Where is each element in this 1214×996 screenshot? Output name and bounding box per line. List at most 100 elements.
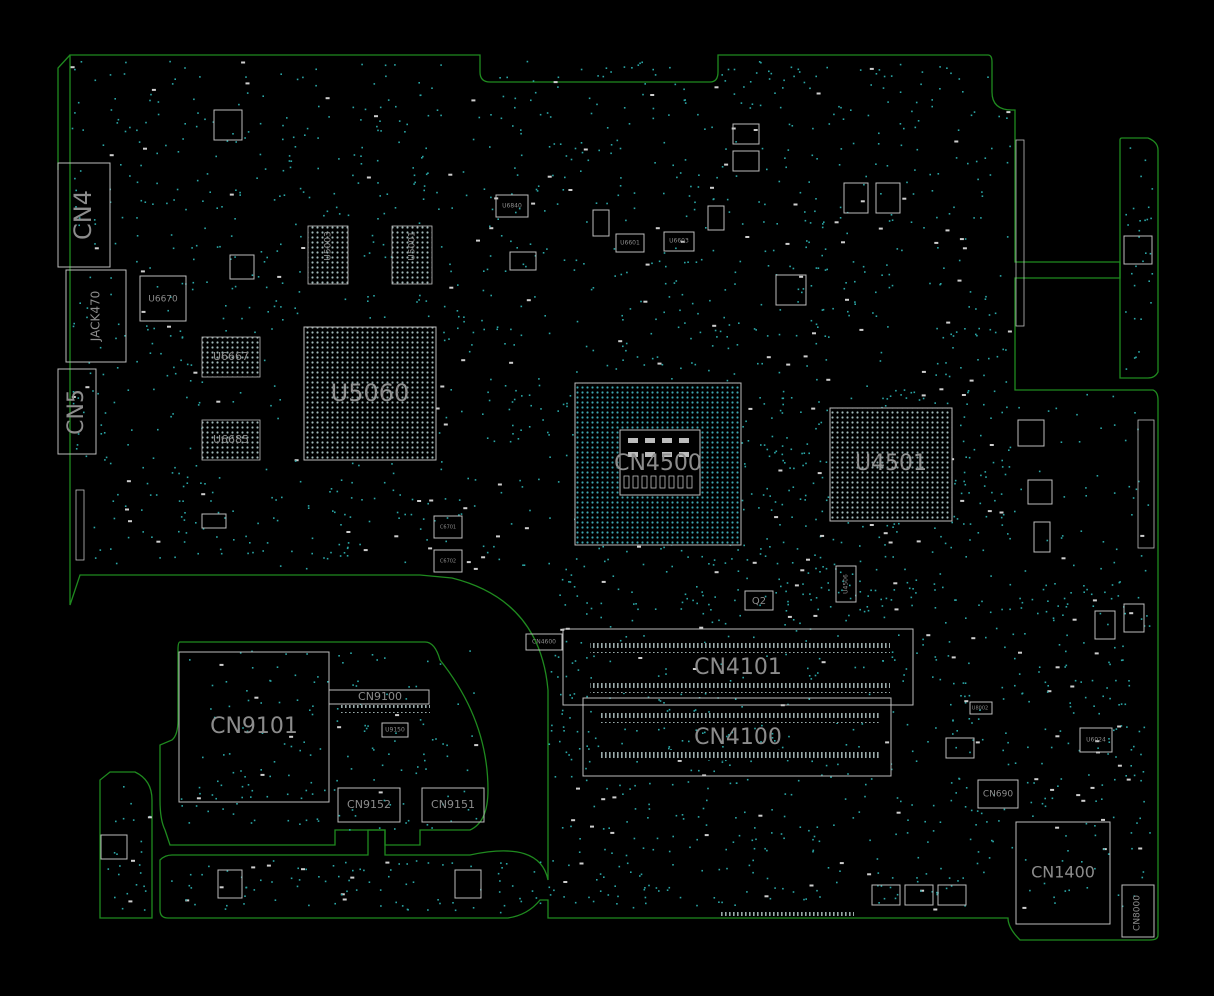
- pad: [204, 118, 206, 121]
- pad: [75, 189, 77, 192]
- pad: [992, 840, 994, 843]
- pad: [725, 759, 727, 762]
- pad: [259, 122, 262, 125]
- pad: [1142, 871, 1145, 873]
- pad: [526, 60, 529, 63]
- pad: [186, 482, 189, 484]
- pad: [561, 713, 563, 715]
- pad: [349, 829, 351, 831]
- pad: [742, 676, 744, 679]
- pad: [1051, 797, 1054, 800]
- pad: [273, 517, 275, 519]
- pad: [672, 835, 674, 838]
- pad: [980, 812, 983, 815]
- pad: [626, 550, 628, 553]
- pad: [1009, 608, 1011, 611]
- pad: [473, 567, 478, 570]
- pad: [1133, 357, 1136, 359]
- pad: [1084, 696, 1087, 699]
- pad: [490, 378, 492, 381]
- pad: [838, 164, 841, 166]
- pad: [954, 482, 956, 485]
- pad: [1132, 497, 1135, 499]
- pad: [612, 796, 617, 799]
- pad: [457, 703, 459, 705]
- pad: [396, 511, 399, 514]
- pad: [216, 536, 218, 538]
- pad: [903, 674, 905, 676]
- pad: [718, 868, 721, 871]
- pad: [617, 588, 620, 591]
- pad: [900, 800, 902, 803]
- pad: [581, 151, 584, 154]
- pad: [1042, 588, 1045, 591]
- pad: [586, 745, 588, 747]
- pad: [350, 876, 355, 879]
- pad: [102, 373, 105, 376]
- pad: [929, 282, 931, 285]
- pad: [570, 825, 572, 828]
- pad: [849, 584, 851, 587]
- pad: [184, 67, 186, 69]
- pad: [427, 502, 429, 505]
- cn1400-outline: [1015, 821, 1111, 925]
- pad: [260, 702, 262, 704]
- pad: [294, 146, 297, 148]
- pad: [869, 67, 874, 70]
- pad: [808, 181, 810, 183]
- pad: [752, 871, 754, 874]
- pad: [338, 543, 341, 546]
- pad: [606, 202, 608, 205]
- label-u6670: U6670: [148, 295, 178, 305]
- label-cn5: CN5: [64, 389, 89, 435]
- pad: [436, 109, 439, 111]
- pad: [723, 316, 725, 319]
- pad: [174, 78, 176, 80]
- pad: [682, 818, 685, 820]
- pad: [1115, 728, 1118, 730]
- pad: [305, 567, 308, 570]
- pad: [562, 403, 565, 406]
- pad: [1125, 311, 1127, 313]
- pad: [220, 552, 223, 555]
- pad: [763, 403, 766, 405]
- pad: [752, 561, 757, 564]
- pad: [955, 331, 958, 333]
- pad: [1096, 475, 1099, 477]
- pad: [680, 240, 685, 243]
- pad: [337, 726, 342, 729]
- pad: [1065, 835, 1067, 837]
- pad: [910, 391, 913, 394]
- pad: [922, 644, 924, 646]
- pad: [352, 869, 354, 872]
- pad: [400, 769, 403, 771]
- pad: [195, 244, 198, 247]
- pad: [333, 789, 336, 791]
- pad: [144, 201, 147, 203]
- pad: [317, 167, 319, 170]
- pad: [117, 323, 120, 326]
- pad: [607, 894, 610, 896]
- pad: [668, 850, 671, 853]
- pad: [450, 389, 452, 391]
- pad: [159, 557, 161, 559]
- pad: [787, 149, 790, 151]
- pad: [787, 600, 789, 603]
- pad: [1099, 612, 1102, 615]
- pad: [898, 634, 900, 636]
- pad: [785, 166, 787, 169]
- pad: [1118, 704, 1120, 706]
- pad: [865, 783, 867, 786]
- pad: [1018, 651, 1022, 654]
- pad: [753, 129, 758, 131]
- pad: [94, 557, 97, 559]
- pad: [808, 452, 810, 455]
- pad: [520, 305, 523, 308]
- pad: [542, 252, 545, 254]
- pad: [395, 901, 397, 904]
- pad: [839, 206, 842, 209]
- pad: [211, 684, 214, 687]
- pad: [1061, 860, 1064, 862]
- pad: [764, 895, 769, 898]
- pad: [724, 562, 727, 564]
